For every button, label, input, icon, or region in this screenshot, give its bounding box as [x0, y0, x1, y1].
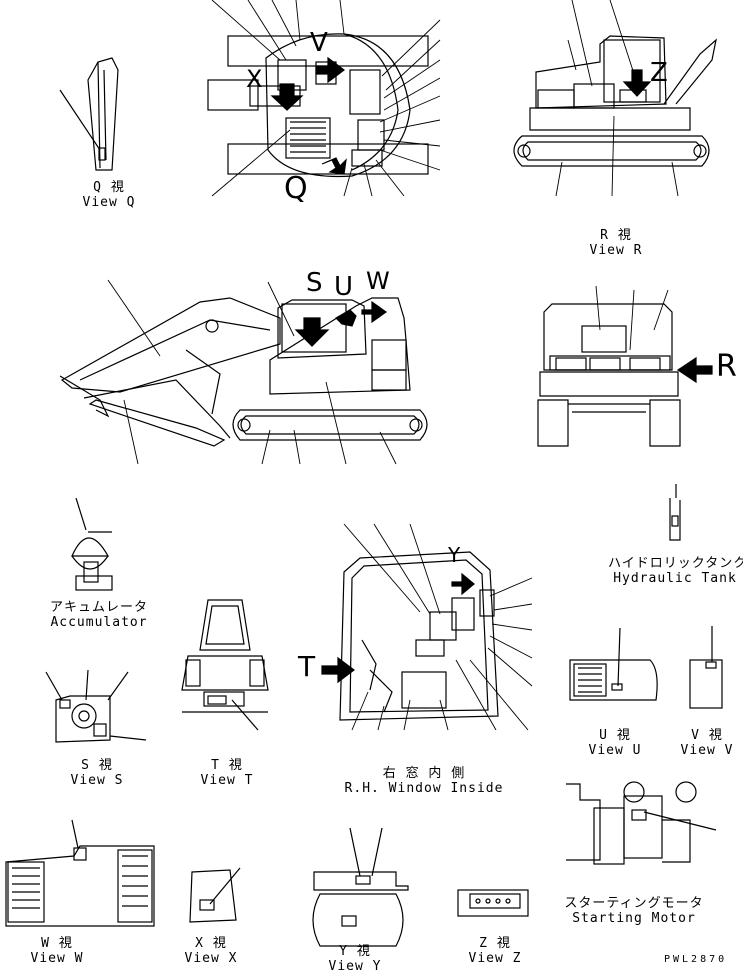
view-y-drawing	[312, 827, 409, 947]
marker-r: R	[716, 349, 737, 384]
view-r-en: View R	[589, 243, 643, 258]
window-t-arrow	[321, 656, 355, 684]
excavator-side-view	[59, 279, 428, 465]
view-w-drawing	[5, 819, 155, 927]
view-s-en: View S	[70, 773, 124, 788]
view-z-drawing	[457, 889, 529, 917]
view-x-drawing	[189, 867, 241, 923]
view-u-en: View U	[588, 743, 642, 758]
starting-motor-en: Starting Motor	[572, 911, 696, 926]
hydraulic-tank-en: Hydraulic Tank	[613, 571, 737, 586]
view-w-en: View W	[30, 951, 84, 966]
rh-window-inside-drawing	[339, 523, 533, 731]
connector-pins	[475, 898, 511, 904]
view-t-en: View T	[200, 773, 254, 788]
view-r-jp: R 視	[600, 228, 632, 243]
hydraulic-tank-drawing	[669, 484, 681, 541]
caption-view-y: Y 視 View Y	[320, 944, 390, 974]
view-z-jp: Z 視	[479, 936, 511, 951]
starting-motor-drawing	[566, 781, 717, 865]
view-x-jp: X 視	[195, 936, 227, 951]
view-v-jp: V 視	[691, 728, 723, 743]
rear-view-arrow	[676, 356, 713, 384]
marker-t: T	[298, 650, 316, 683]
view-s-jp: S 視	[81, 758, 113, 773]
upper-structure-plan-view	[207, 0, 441, 197]
caption-rh-window-inside: 右 窓 内 側 R.H. Window Inside	[336, 766, 512, 796]
rh-window-inside-jp: 右 窓 内 側	[382, 766, 466, 781]
marker-v: V	[310, 28, 328, 58]
caption-view-v: V 視 View V	[672, 728, 742, 758]
view-r-drawing	[513, 0, 717, 197]
view-u-jp: U 視	[599, 728, 631, 743]
view-y-en: View Y	[328, 959, 382, 974]
view-q-en: View Q	[82, 195, 136, 210]
view-v-drawing	[689, 626, 723, 709]
accumulator-en: Accumulator	[50, 615, 148, 630]
view-w-jp: W 視	[41, 936, 73, 951]
view-s-drawing	[45, 669, 147, 743]
hydraulic-tank-jp: ハイドロリックタンク	[608, 556, 743, 571]
marker-w: W	[366, 267, 390, 295]
view-u-drawing	[569, 627, 658, 701]
caption-view-r: R 視 View R	[576, 228, 656, 258]
rear-view	[537, 285, 681, 447]
caption-view-u: U 視 View U	[580, 728, 650, 758]
caption-view-z: Z 視 View Z	[460, 936, 530, 966]
view-y-jp: Y 視	[339, 944, 371, 959]
marker-s: S	[306, 268, 323, 298]
view-x-en: View X	[184, 951, 238, 966]
marker-x: X	[246, 65, 263, 93]
caption-accumulator: アキュムレータ Accumulator	[44, 600, 154, 630]
rh-window-inside-en: R.H. Window Inside	[344, 781, 504, 796]
view-z-en: View Z	[468, 951, 522, 966]
marker-u: U	[334, 272, 354, 302]
caption-view-x: X 視 View X	[176, 936, 246, 966]
marker-y: Y	[448, 543, 461, 567]
view-q-detail	[59, 57, 119, 171]
caption-view-s: S 視 View S	[62, 758, 132, 788]
accumulator-drawing	[71, 497, 113, 591]
view-q-jp: Q 視	[93, 180, 125, 195]
view-t-jp: T 視	[211, 758, 243, 773]
starting-motor-jp: スターティングモータ	[564, 896, 704, 911]
drawing-code: PWL2870	[664, 954, 728, 965]
view-t-drawing	[181, 599, 269, 731]
caption-view-t: T 視 View T	[192, 758, 262, 788]
accumulator-jp: アキュムレータ	[49, 600, 148, 615]
caption-starting-motor: スターティングモータ Starting Motor	[564, 896, 704, 926]
caption-hydraulic-tank: ハイドロリックタンク Hydraulic Tank	[608, 556, 743, 586]
marker-q: Q	[284, 171, 308, 206]
caption-view-w: W 視 View W	[22, 936, 92, 966]
marker-z: Z	[650, 58, 668, 88]
caption-view-q: Q 視 View Q	[74, 180, 144, 210]
view-v-en: View V	[680, 743, 734, 758]
